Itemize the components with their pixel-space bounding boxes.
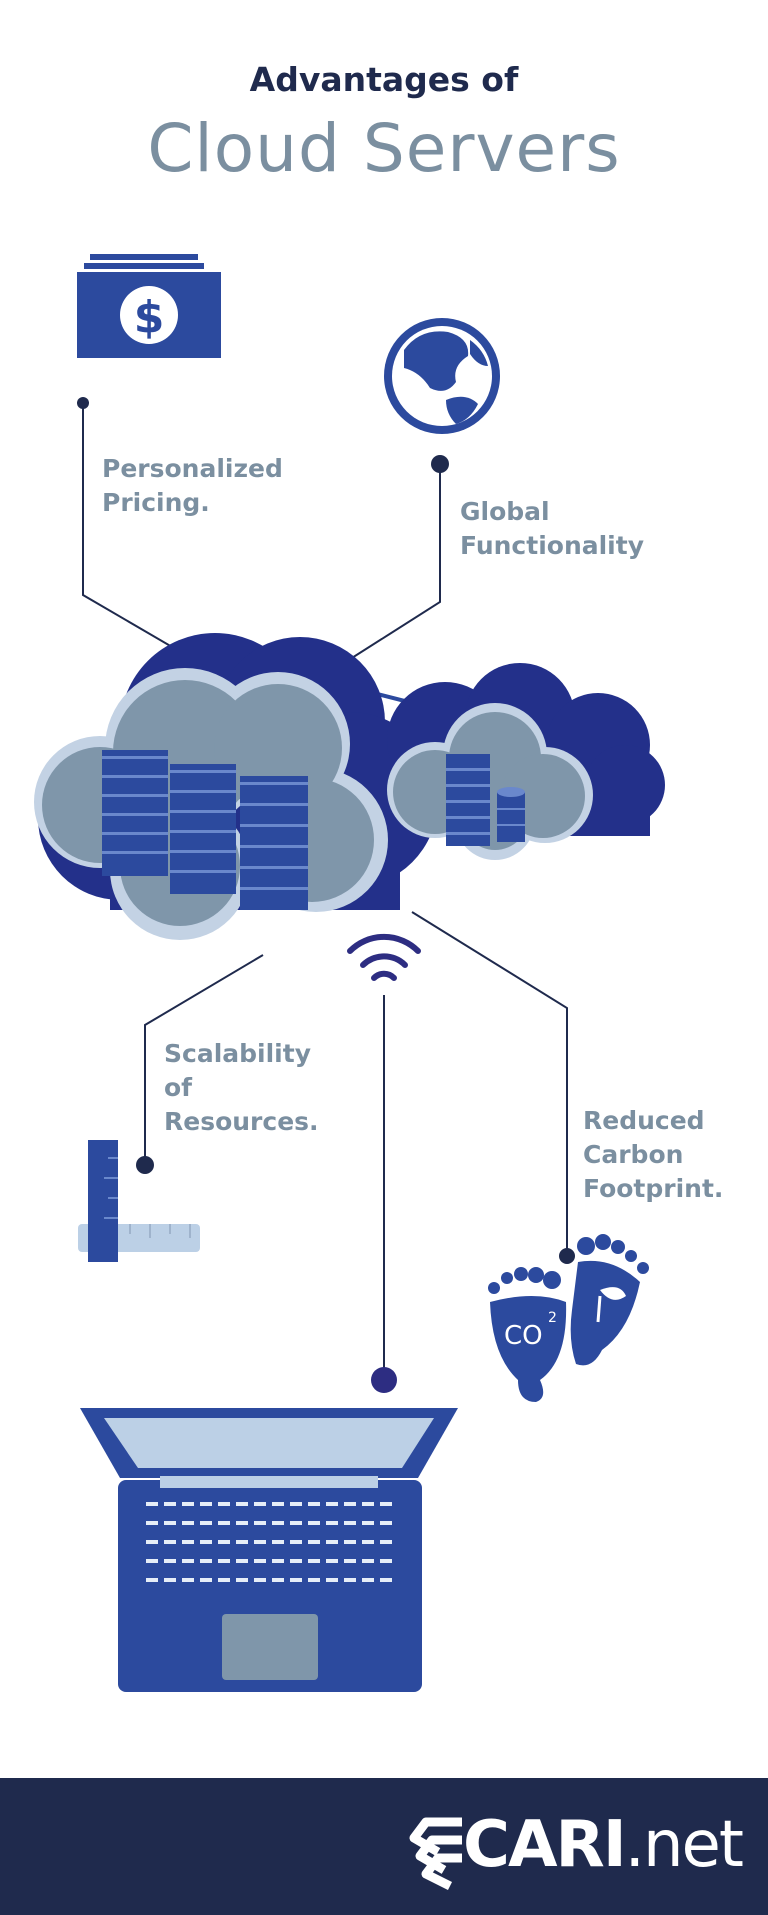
ruler-icon: [78, 1140, 200, 1262]
label-line: Scalability: [164, 1039, 311, 1068]
label-global-functionality: Global Functionality: [460, 495, 644, 563]
label-scalability: Scalability of Resources.: [164, 1037, 319, 1139]
connector-dot-laptop: [371, 1367, 397, 1393]
database-icon: [497, 787, 525, 842]
connector-dot-carbon: [559, 1248, 575, 1264]
label-line: Functionality: [460, 531, 644, 560]
small-cloud: [387, 663, 665, 860]
label-line: Reduced: [583, 1106, 705, 1135]
brand-main: CARI: [463, 1808, 627, 1882]
title-top: Advantages of: [249, 60, 519, 99]
title-main: Cloud Servers: [147, 110, 621, 187]
label-line: Personalized: [102, 454, 283, 483]
footer-bar: CARI.net: [0, 1778, 768, 1915]
brand-suffix: .net: [624, 1808, 744, 1882]
wifi-icon: [347, 933, 421, 981]
brand-logo-mark: [409, 1817, 462, 1890]
diagram-art: $: [34, 254, 665, 1692]
globe-icon: [384, 318, 500, 434]
connector-dot-scalability: [136, 1156, 154, 1174]
connector-dot-pricing: [77, 397, 89, 409]
server-stack-1: [102, 750, 168, 876]
brand-logo: CARI.net: [463, 1808, 744, 1882]
label-line: Global: [460, 497, 550, 526]
laptop-icon: [80, 1408, 458, 1692]
server-stack-3: [240, 776, 308, 910]
label-line: of: [164, 1073, 193, 1102]
co2-text: CO: [504, 1321, 543, 1351]
money-icon: $: [77, 254, 221, 358]
label-personalized-pricing: Personalized Pricing.: [102, 452, 283, 520]
co2-superscript: 2: [548, 1310, 557, 1326]
svg-text:$: $: [134, 292, 165, 343]
footprint-icon: [488, 1234, 649, 1402]
label-line: Footprint.: [583, 1174, 724, 1203]
label-line: Resources.: [164, 1107, 319, 1136]
label-line: Pricing.: [102, 488, 210, 517]
label-reduced-carbon: Reduced Carbon Footprint.: [583, 1104, 723, 1206]
label-line: Carbon: [583, 1140, 684, 1169]
server-stack-2: [170, 764, 236, 894]
connector-dot-global: [431, 455, 449, 473]
